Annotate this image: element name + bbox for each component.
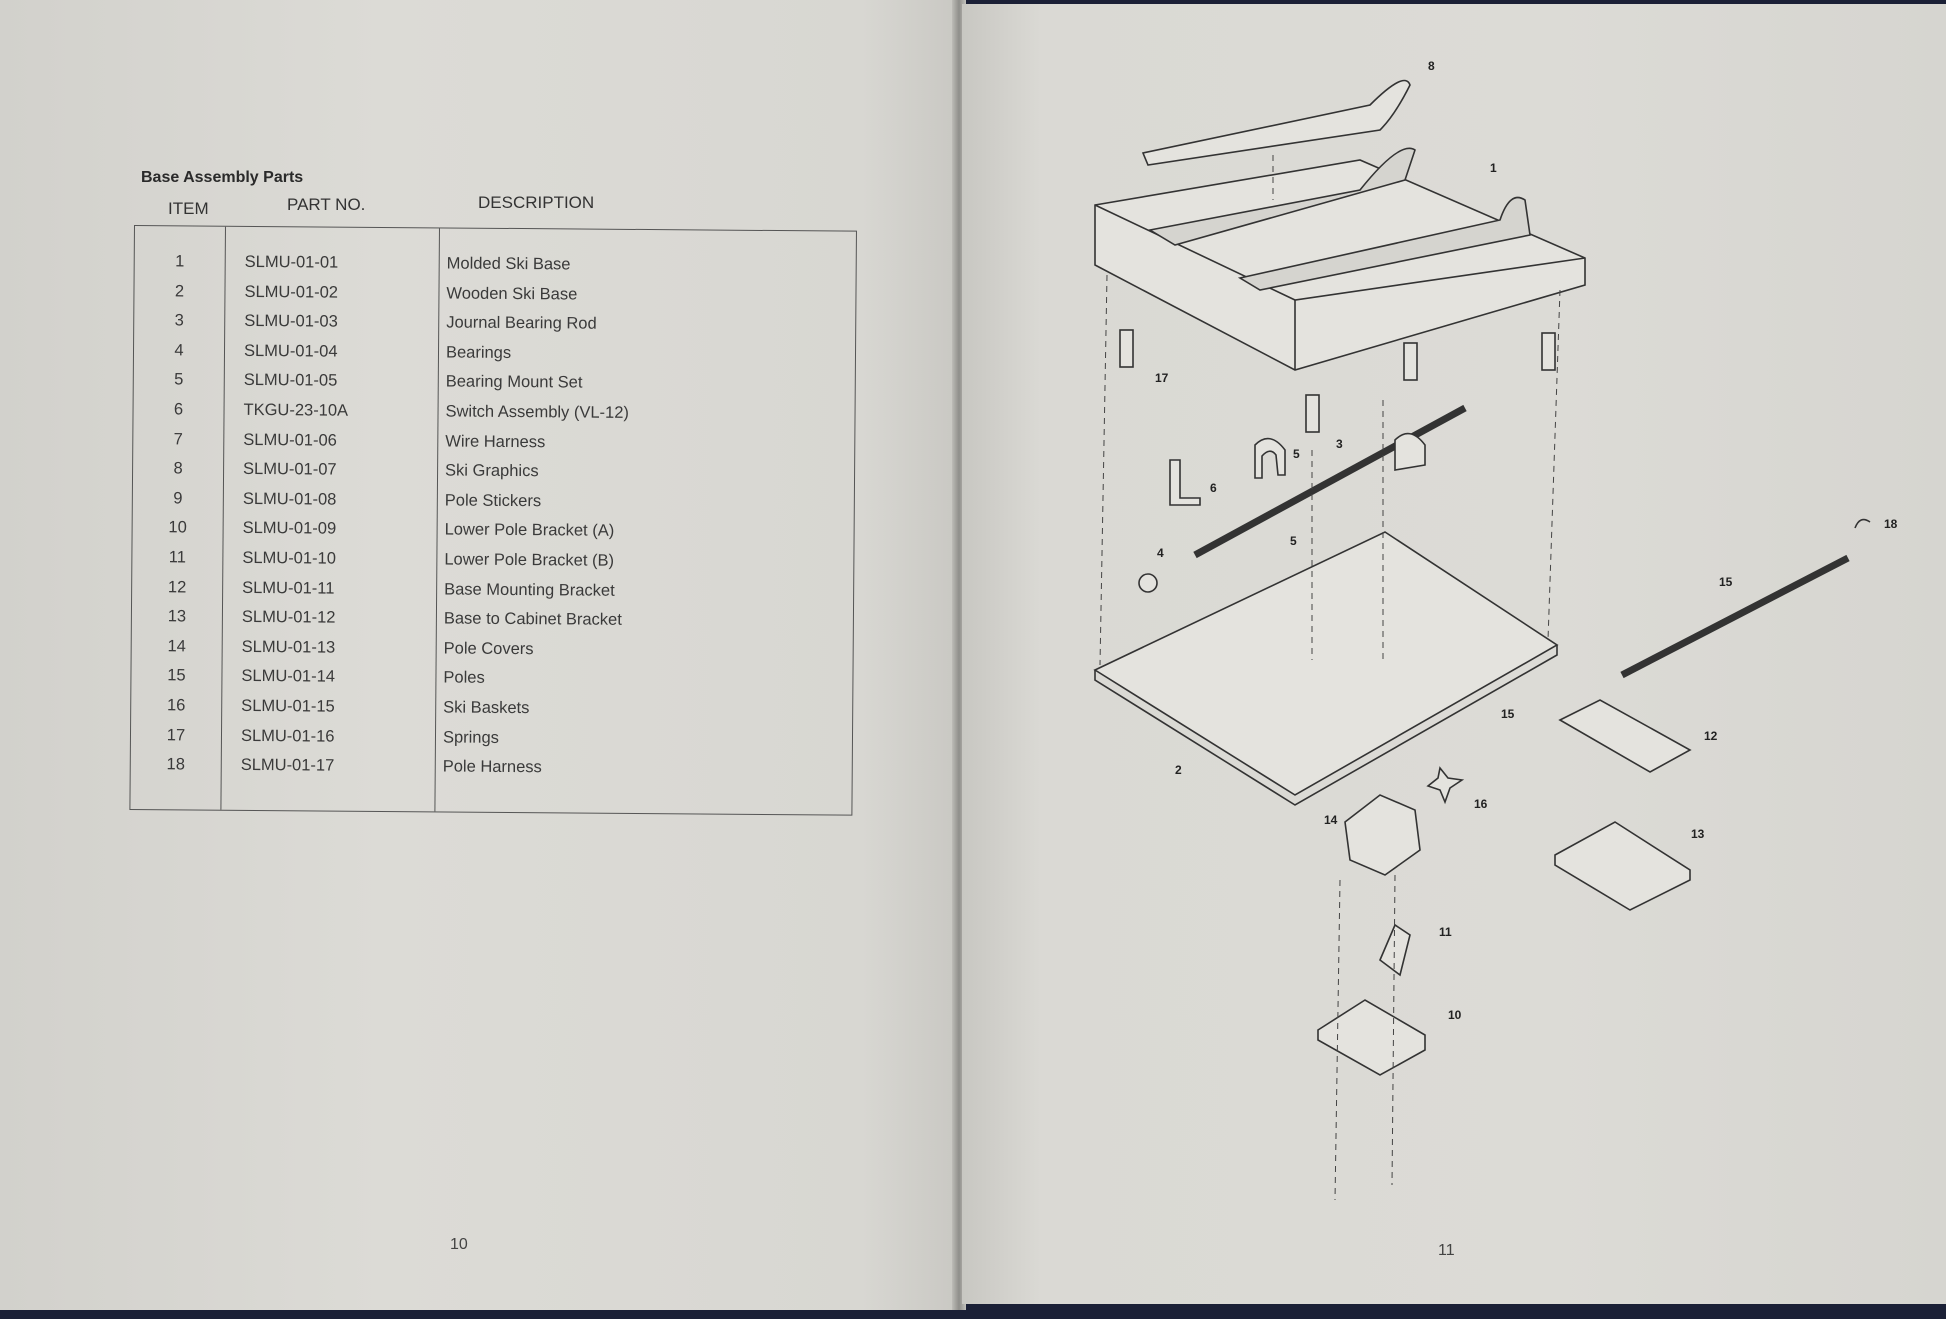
switch-assembly-part: [1169, 459, 1201, 506]
callout-number: 1: [1490, 161, 1497, 175]
callout-number: 4: [1157, 546, 1164, 560]
spring-part: [1119, 329, 1134, 368]
header-description: DESCRIPTION: [478, 193, 595, 212]
bearing-part: [1138, 573, 1158, 593]
callout-number: 3: [1336, 437, 1343, 451]
callout-number: 14: [1324, 813, 1338, 827]
lower-pole-bracket-a-part: [1317, 999, 1426, 1076]
wooden-ski-base-part: [1093, 531, 1559, 796]
journal-bearing-rod-part: [1193, 404, 1467, 559]
page-number: 10: [450, 1236, 468, 1253]
callout-number: 18: [1884, 517, 1898, 531]
left-page: Base Assembly Parts ITEM PART NO. DESCRI…: [0, 0, 958, 1310]
ski-graphics-part: [1141, 79, 1411, 166]
callout-number: 15: [1501, 707, 1515, 721]
lower-pole-bracket-b-part: [1379, 923, 1411, 977]
callout-number: 11: [1439, 925, 1452, 939]
pole-part: [1620, 554, 1850, 679]
ski-basket-part: [1426, 766, 1465, 805]
callout-number: 2: [1175, 763, 1182, 777]
callout-number: 15: [1719, 575, 1733, 589]
assembly-guide-lines: [1099, 155, 1561, 1201]
callout-number: 10: [1448, 1008, 1462, 1022]
callout-number: 5: [1293, 447, 1300, 461]
callout-number: 8: [1428, 59, 1435, 73]
header-item: ITEM: [168, 199, 209, 218]
callout-number: 12: [1704, 729, 1718, 743]
section-title: Base Assembly Parts: [141, 169, 304, 186]
base-mounting-bracket-part: [1558, 699, 1692, 773]
header-part-no: PART NO.: [287, 195, 366, 214]
pole-cover-part: [1344, 794, 1421, 876]
callout-number: 17: [1155, 371, 1169, 385]
base-to-cabinet-bracket-part: [1554, 821, 1691, 911]
callout-number: 16: [1474, 797, 1488, 811]
page-number: 11: [1438, 1242, 1455, 1259]
callout-number: 5: [1290, 534, 1297, 548]
callout-number: 6: [1210, 481, 1217, 495]
callout-labels: 8 1 17 3 5 6 5 4 18 15 15 12 2 16 14 13 11 10: [1155, 59, 1898, 1022]
callout-number: 13: [1691, 827, 1705, 841]
bearing-mount-part: [1254, 437, 1286, 479]
